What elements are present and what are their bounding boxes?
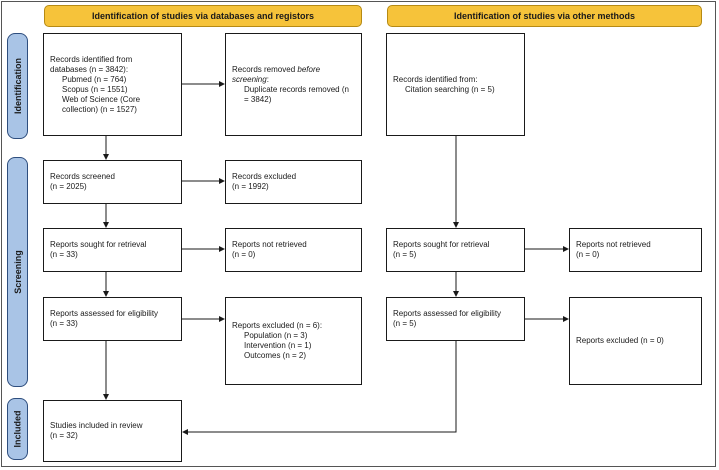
other-not-retrieved-box: Reports not retrieved (n = 0) xyxy=(569,228,702,272)
excluded-n: (n = 1992) xyxy=(232,182,269,191)
records-identified-box: Records identified from databases (n = 3… xyxy=(43,33,182,136)
screened-n: (n = 2025) xyxy=(50,182,87,191)
reports-not-retrieved-box: Reports not retrieved (n = 0) xyxy=(225,228,362,272)
removed-line2-rest: : xyxy=(266,74,269,84)
reports-sought-box: Reports sought for retrieval (n = 33) xyxy=(43,228,182,272)
records-excluded-box: Records excluded (n = 1992) xyxy=(225,160,362,204)
removed-dup1: Duplicate records removed (n xyxy=(244,84,349,94)
stage-identification: Identification xyxy=(7,33,28,139)
removed-line2: screening: xyxy=(232,75,355,85)
identified-wos1: Web of Science (Core xyxy=(62,94,141,104)
assessed-label: Reports assessed for eligibility xyxy=(50,309,159,318)
other-not-retrieved-n: (n = 0) xyxy=(576,250,600,259)
assessed-n: (n = 33) xyxy=(50,319,78,328)
screened-label: Records screened xyxy=(50,172,115,181)
header-databases-text: Identification of studies via databases … xyxy=(91,11,315,21)
removed-line2-em: screening xyxy=(232,74,267,84)
removed-line1-em: before xyxy=(297,64,321,74)
records-removed-box: Records removed before screening: Duplic… xyxy=(225,33,362,136)
sought-n: (n = 33) xyxy=(50,250,78,259)
other-identified-label: Records identified from: xyxy=(393,74,478,84)
removed-line1: Records removed before xyxy=(232,65,355,75)
included-label: Studies included in review xyxy=(50,421,143,430)
removed-line1-text: Records removed xyxy=(232,64,296,74)
other-identified-box: Records identified from: Citation search… xyxy=(386,33,525,136)
reports-assessed-box: Reports assessed for eligibility (n = 33… xyxy=(43,297,182,341)
included-n: (n = 32) xyxy=(50,431,78,440)
identified-scopus: Scopus (n = 1551) xyxy=(62,84,128,94)
header-other-text: Identification of studies via other meth… xyxy=(453,11,636,21)
not-retrieved-label: Reports not retrieved xyxy=(232,240,307,249)
stage-included: Included xyxy=(7,398,28,460)
other-assessed-n: (n = 5) xyxy=(393,319,417,328)
other-sought-box: Reports sought for retrieval (n = 5) xyxy=(386,228,525,272)
excluded-label: Records excluded xyxy=(232,172,297,181)
other-assessed-box: Reports assessed for eligibility (n = 5) xyxy=(386,297,525,341)
other-sought-n: (n = 5) xyxy=(393,250,417,259)
other-assessed-label: Reports assessed for eligibility xyxy=(393,309,502,318)
reports-excluded-outcomes: Outcomes (n = 2) xyxy=(244,351,307,360)
stage-screening: Screening xyxy=(7,157,28,387)
reports-excluded-population: Population (n = 3) xyxy=(244,331,308,340)
header-other-methods: Identification of studies via other meth… xyxy=(387,5,702,27)
reports-excluded-intervention: Intervention (n = 1) xyxy=(244,341,312,350)
removed-dup2: = 3842) xyxy=(244,94,272,104)
not-retrieved-n: (n = 0) xyxy=(232,250,256,259)
other-sought-label: Reports sought for retrieval xyxy=(393,240,490,249)
identified-line1: Records identified from xyxy=(50,54,133,64)
identified-wos2: collection) (n = 1527) xyxy=(62,104,137,114)
reports-excluded-box: Reports excluded (n = 6): Population (n … xyxy=(225,297,362,385)
identified-line2: databases (n = 3842): xyxy=(50,64,129,74)
sought-label: Reports sought for retrieval xyxy=(50,240,147,249)
header-databases: Identification of studies via databases … xyxy=(44,5,362,27)
records-screened-box: Records screened (n = 2025) xyxy=(43,160,182,204)
studies-included-box: Studies included in review (n = 32) xyxy=(43,400,182,462)
other-excluded-label: Reports excluded (n = 0) xyxy=(576,336,664,345)
identified-pubmed: Pubmed (n = 764) xyxy=(62,74,127,84)
arrow-other-assessed-to-included xyxy=(182,341,457,435)
reports-excluded-label: Reports excluded (n = 6): xyxy=(232,321,323,330)
other-excluded-box: Reports excluded (n = 0) xyxy=(569,297,702,385)
other-not-retrieved-label: Reports not retrieved xyxy=(576,240,651,249)
other-identified-citation: Citation searching (n = 5) xyxy=(405,84,495,94)
